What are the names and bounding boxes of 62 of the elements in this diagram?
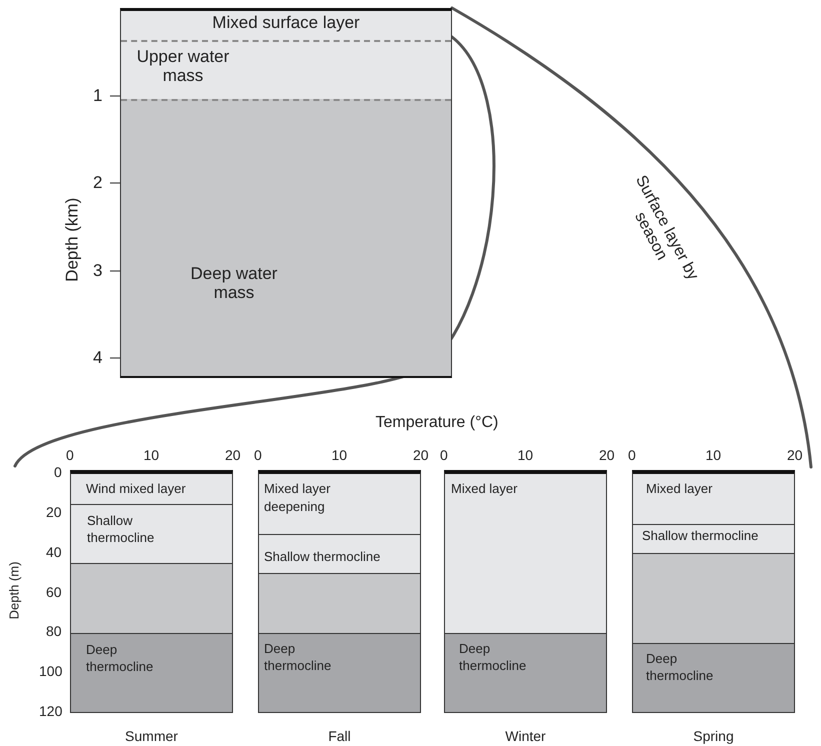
layer-label: Wind mixed layer [86,480,187,498]
axis-tick-label: 0 [440,447,448,464]
axis-title: Depth (m) [7,561,22,619]
layer-label: Mixed layer [451,480,518,498]
water-column-panel [120,8,452,378]
axis-tick-label: 3 [93,261,102,281]
layer-label: Mixed layer deepening [264,480,332,516]
water-layer-band [259,632,420,712]
axis-tick-label: 20 [787,447,803,464]
axis-tick-label: 100 [39,663,62,680]
water-layer-band [121,11,451,40]
axis-tick-label: 80 [46,623,62,640]
axis-tick-label: 10 [144,447,160,464]
water-layer-band [633,553,794,643]
axis-title: Depth (km) [62,198,82,282]
axis-tick-label: 0 [54,464,62,480]
water-layer-band [259,534,420,574]
axis-tick-label: 10 [518,447,534,464]
axis-tick-label: 0 [628,447,636,464]
layer-label: Deep thermocline [264,640,332,675]
water-layer-band [121,99,451,376]
water-layer-band [71,474,232,504]
water-layer-band [71,563,232,633]
axis-tick-label: 0 [66,447,74,464]
axis-tick-label: 1 [93,86,102,106]
axis-tick-label: 20 [46,504,62,520]
axis-tick-label: 4 [93,348,102,368]
water-layer-band [633,524,794,554]
axis-tick-label: 60 [46,584,62,600]
water-layer-band [259,474,420,534]
season-label: Spring [692,729,735,744]
water-layer-band [71,632,232,712]
layer-label: Deep water mass [190,265,278,302]
axis-tick-label: 20 [225,447,241,464]
axis-tick-label: 20 [413,447,429,464]
water-layer-band [633,642,794,712]
layer-label: Upper water mass [136,48,230,86]
layer-label: Shallow thermocline [264,548,382,566]
layer-label: Deep thermocline [86,640,154,676]
axis-tick-label: 2 [93,173,102,193]
water-layer-band [259,573,420,633]
axis-tick-label: 10 [332,447,348,464]
layer-label: Shallow thermocline [87,512,156,547]
axis-tick-label: 10 [706,447,722,464]
axis-title: Temperature (°C) [376,414,498,432]
water-layer-band [633,474,794,524]
layer-label: Deep thermocline [646,650,714,685]
axis-tick-label: 40 [46,544,62,560]
season-label: Winter [504,729,547,744]
layer-label: Shallow thermocline [642,526,760,544]
water-layer-band [121,40,451,99]
axis-tick-label: 0 [254,447,262,464]
layer-label: Mixed surface layer [211,14,361,33]
season-label: Fall [327,729,352,744]
season-label: Summer [124,729,179,744]
axis-tick-label: 120 [39,703,62,720]
axis-tick-label: 20 [599,447,615,464]
water-layer-band [71,504,232,564]
water-layer-band [445,474,606,633]
layer-label: Mixed layer [646,480,714,498]
water-layer-band [445,632,606,712]
layer-label: Deep thermocline [459,640,528,675]
